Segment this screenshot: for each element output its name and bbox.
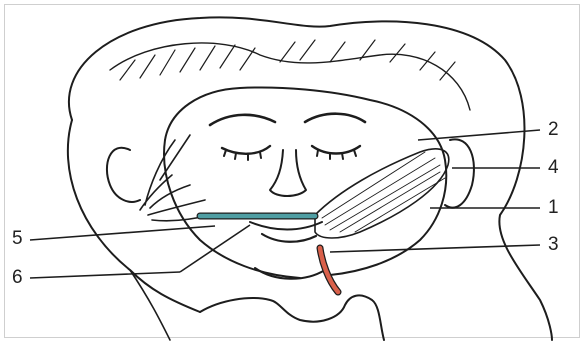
nose bbox=[270, 150, 306, 196]
mouth bbox=[262, 234, 316, 242]
label-5: 5 bbox=[12, 229, 23, 248]
label-2: 2 bbox=[548, 120, 559, 139]
neck-collar bbox=[200, 295, 384, 340]
label-6: 6 bbox=[12, 268, 23, 287]
leader-5 bbox=[30, 226, 215, 240]
left-eye bbox=[222, 146, 270, 154]
leader-2 bbox=[418, 130, 540, 140]
label-1: 1 bbox=[548, 198, 559, 217]
right-ear bbox=[445, 139, 474, 207]
label-4: 4 bbox=[548, 158, 559, 177]
facial-nerve-branches bbox=[140, 135, 210, 221]
left-ear bbox=[107, 148, 140, 202]
right-eye bbox=[312, 146, 360, 154]
leader-6 bbox=[30, 272, 180, 278]
right-brow bbox=[305, 114, 365, 122]
left-brow bbox=[210, 115, 275, 125]
label-3: 3 bbox=[548, 235, 559, 254]
incision-line bbox=[320, 248, 338, 292]
head-outline bbox=[69, 17, 552, 340]
hair-shading bbox=[110, 43, 470, 110]
